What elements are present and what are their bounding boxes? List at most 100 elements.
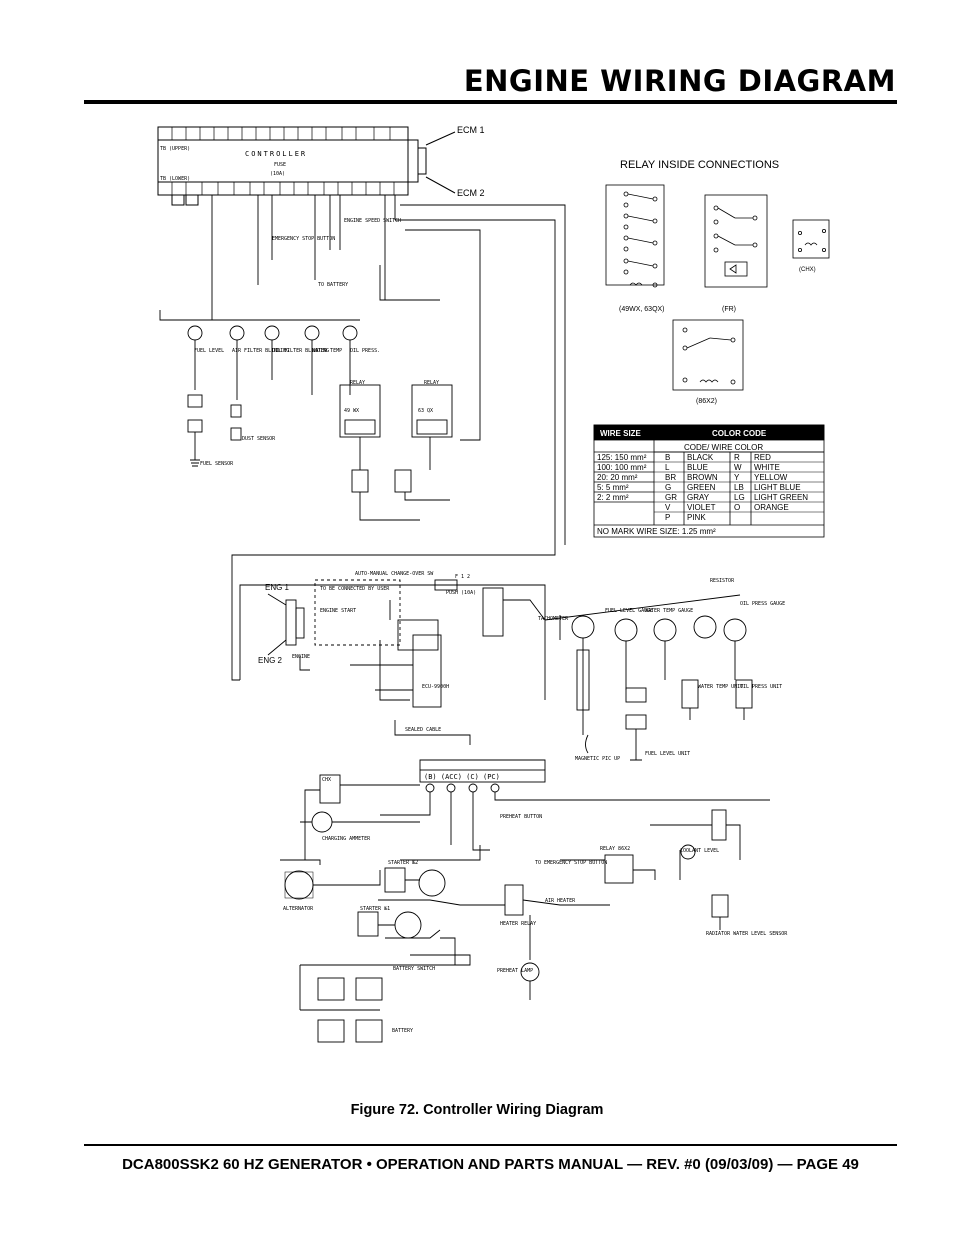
color-name: PINK [687, 513, 706, 522]
fuel-unit-label: FUEL LEVEL UNIT [645, 751, 690, 757]
color-code: LG [734, 493, 745, 502]
emergency-stop-label: EMERGENCY STOP BUTTON [272, 236, 335, 242]
charging-ammeter-label: CHARGING AMMETER [322, 836, 371, 842]
oil-filter-label: OIL FILTER BLINDING [272, 348, 329, 354]
footer-rule [84, 1144, 897, 1146]
engine-section [239, 579, 753, 761]
relay-inside-connections [605, 184, 830, 391]
oil-gauge-label: OIL PRESS GAUGE [740, 601, 785, 607]
color-name: RED [754, 453, 771, 462]
ecm1-label: ECM 1 [457, 125, 485, 135]
key-switch-label: (B) (ACC) (C) (PC) [424, 773, 500, 781]
relay-fr-label: (FR) [722, 306, 736, 313]
battery-label: BATTERY [392, 1028, 413, 1034]
engine-speed-label: ENGINE SPEED SWITCH [344, 218, 401, 224]
relay-86x2-bottom-label: RELAY 86X2 [600, 846, 630, 852]
water-gauge-label: WATER TEMP GAUGE [645, 608, 693, 614]
color-name: LIGHT GREEN [754, 493, 808, 502]
resistor-label: RESISTOR [710, 578, 735, 584]
sealed-cable-label: SEALED CABLE [405, 727, 441, 733]
wire-size-row: 5: 5 mm² [597, 483, 629, 492]
eng2-label: ENG 2 [258, 656, 283, 665]
wire-size-row: 100: 100 mm² [597, 463, 647, 472]
color-code: LB [734, 483, 744, 492]
alternator-label: ALTERNATOR [283, 906, 314, 912]
controller-block [157, 126, 456, 206]
to-be-connected-label: TO BE CONNECTED BY USER [320, 586, 390, 592]
starter1-label: STARTER №1 [360, 906, 390, 912]
ecm2-label: ECM 2 [457, 188, 485, 198]
battery-switch-label: BATTERY SWITCH [393, 966, 435, 972]
title-rule [84, 100, 897, 104]
color-name: BLACK [687, 453, 714, 462]
color-code: P [665, 513, 670, 522]
relay-label: RELAY [424, 380, 439, 386]
relay-63qx: 63 QX [418, 408, 433, 414]
relay-49wx: 49 WX [344, 408, 359, 414]
code-wire-color-head: CODE/ WIRE COLOR [684, 443, 763, 452]
fuel-gauge-label: FUEL LEVEL GAUGE [605, 608, 653, 614]
color-code: GR [665, 493, 677, 502]
color-name: BROWN [687, 473, 718, 482]
engine-start-label: ENGINE START [320, 608, 356, 614]
color-code: V [665, 503, 671, 512]
controller-label: CONTROLLER [245, 150, 307, 158]
water-temp-label: WATER TEMP [312, 348, 342, 354]
color-code-table [593, 424, 825, 538]
tb-lower-label: TB (LOWER) [160, 176, 190, 182]
color-code: R [734, 453, 740, 462]
color-code: G [665, 483, 671, 492]
wire-size-row: 125: 150 mm² [597, 453, 647, 462]
controller-wires [159, 195, 566, 681]
relay-chx-label: (CHX) [799, 267, 816, 273]
push-label: PUSH (10A) [446, 590, 476, 596]
fuel-sensor-label: FUEL SENSOR [200, 461, 234, 467]
tb-upper-label: TB (UPPER) [160, 146, 190, 152]
diagram-labels: TB (UPPER) CONTROLLER FUSE (10A) TB (LOW… [160, 125, 816, 1034]
oil-unit-label: OIL PRESS UNIT [740, 684, 782, 690]
no-mark-wire-size: NO MARK WIRE SIZE: 1.25 mm² [597, 527, 716, 536]
fuse-f12-label: F 1 2 [455, 574, 470, 580]
wire-size-head: WIRE SIZE [600, 429, 642, 438]
color-code: W [734, 463, 742, 472]
page-footer: DCA800SSK2 60 HZ GENERATOR • OPERATION A… [122, 1156, 859, 1173]
relay-inside-title: RELAY INSIDE CONNECTIONS [620, 159, 779, 171]
eng1-label: ENG 1 [265, 583, 290, 592]
relay-49wx-label: (49WX, 63QX) [619, 306, 665, 313]
starting-section [280, 759, 770, 1043]
air-filter-label: AIR FILTER BLINDING [232, 348, 289, 354]
to-emergency-label: TO EMERGENCY STOP BUTTON [535, 860, 607, 866]
preheat-lamp-label: PREHEAT LAMP [497, 968, 533, 974]
dust-sensor-label: DUST SENSOR [242, 436, 276, 442]
fuse-label: FUSE [274, 162, 286, 168]
color-code: L [665, 463, 670, 472]
color-name: YELLOW [754, 473, 788, 482]
color-name: GRAY [687, 493, 710, 502]
color-code: Y [734, 473, 740, 482]
to-battery-label: TO BATTERY [318, 282, 348, 288]
page-title: ENGINE WIRING DIAGRAM [463, 64, 896, 98]
color-name: BLUE [687, 463, 708, 472]
color-name: LIGHT BLUE [754, 483, 801, 492]
color-code: BR [665, 473, 676, 482]
relay-86x2-label: (86X2) [696, 398, 717, 405]
heater-relay-label: HEATER RELAY [500, 921, 536, 927]
figure-caption: Figure 72. Controller Wiring Diagram [350, 1102, 604, 1118]
color-name: WHITE [754, 463, 780, 472]
wire-size-row: 20: 20 mm² [597, 473, 638, 482]
fuse-rating: (10A) [270, 171, 285, 177]
water-unit-label: WATER TEMP UNIT [698, 684, 743, 690]
color-name: ORANGE [754, 503, 789, 512]
auto-manual-label: AUTO-MANUAL CHANGE-OVER SW [355, 571, 434, 577]
tachometer-label: TACHOMETER [538, 616, 569, 622]
relay-label: RELAY [350, 380, 365, 386]
engine-label: ENGINE [292, 654, 310, 660]
ecu-label: ECU-9900H [422, 684, 449, 690]
wire-size-row: 2: 2 mm² [597, 493, 629, 502]
air-heater-label: AIR HEATER [545, 898, 576, 904]
color-code: O [734, 503, 740, 512]
color-code: B [665, 453, 670, 462]
color-code-head: COLOR CODE [712, 429, 767, 438]
color-name: VIOLET [687, 503, 716, 512]
